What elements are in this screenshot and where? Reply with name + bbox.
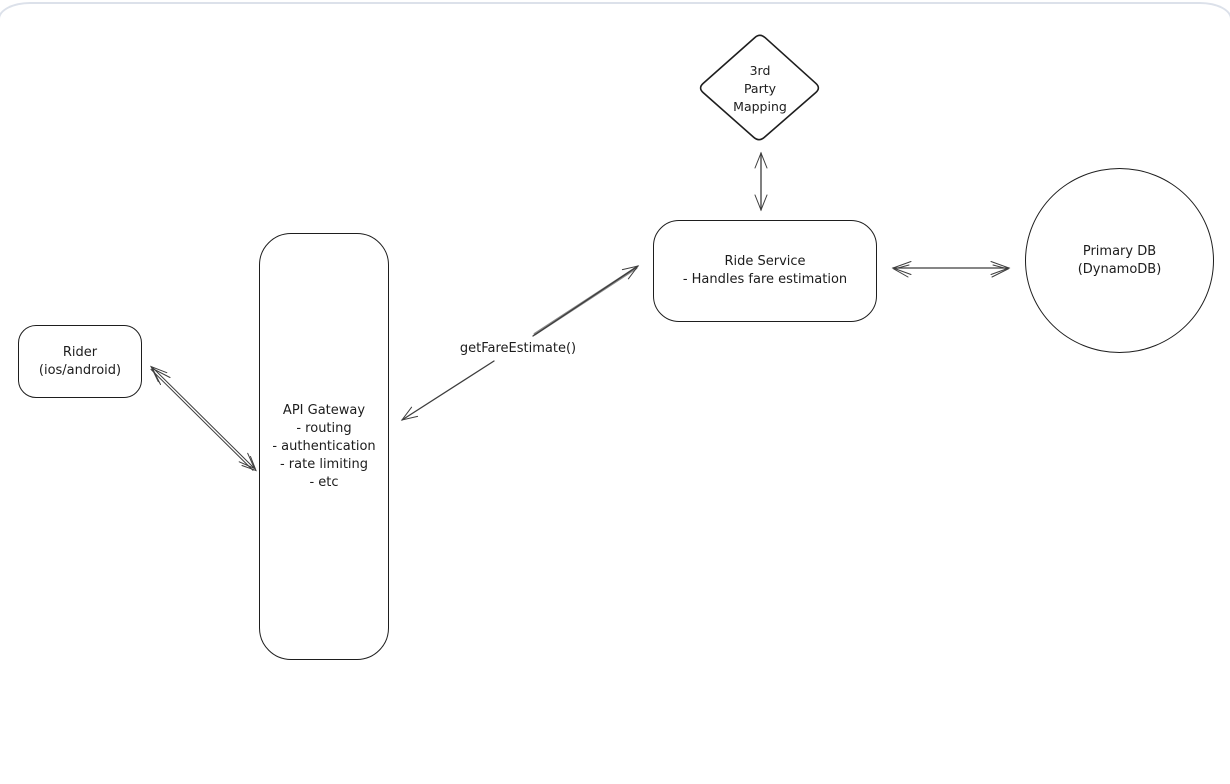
node-label-line: - Handles fare estimation: [682, 272, 848, 287]
node-label-line: API Gateway: [282, 402, 366, 418]
diagram-layer: [149, 34, 1011, 472]
node-label-line: - etc: [309, 474, 339, 490]
mapping-ride-arrow[interactable]: [754, 151, 768, 212]
node-label-line: - rate limiting: [279, 456, 369, 472]
node-rider[interactable]: Rider (ios/android): [18, 325, 142, 398]
node-label-line: 3rd: [749, 63, 771, 78]
node-label-line: Party: [743, 81, 777, 96]
node-label-line: (ios/android): [38, 362, 122, 378]
node-label-line: (DynamoDB): [1077, 261, 1162, 277]
node-label-line: - routing: [296, 420, 352, 436]
node-third-party-mapping[interactable]: 3rd Party Mapping: [698, 61, 822, 117]
node-label-line: - authentication: [272, 438, 376, 454]
node-ride-service[interactable]: Ride Service - Handles fare estimation: [653, 220, 877, 322]
edge-label-getfareestimate[interactable]: getFareEstimate(): [459, 341, 577, 356]
node-primary-db[interactable]: Primary DB (DynamoDB): [1025, 168, 1214, 353]
rider-gateway-arrow[interactable]: [149, 365, 257, 472]
node-label-line: Mapping: [733, 99, 787, 114]
gateway-ride-arrow[interactable]: [400, 265, 640, 421]
node-label-line: Ride Service: [724, 254, 806, 269]
node-label-line: Primary DB: [1082, 243, 1157, 259]
node-api-gateway[interactable]: API Gateway - routing - authentication -…: [259, 233, 389, 660]
node-label-line: Rider: [62, 344, 98, 360]
ride-db-arrow[interactable]: [891, 261, 1011, 278]
third-party-mapping-shape[interactable]: [699, 34, 820, 141]
